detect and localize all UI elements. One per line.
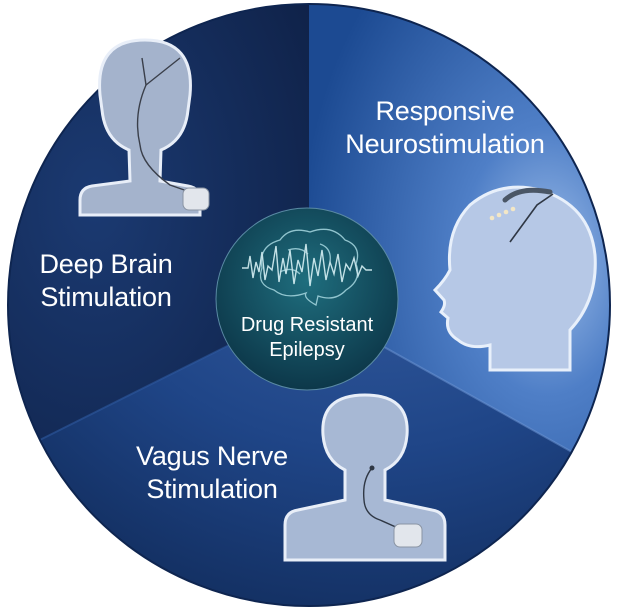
vns-label-line1: Vagus Nerve — [136, 441, 288, 471]
center-label: Drug Resistant Epilepsy — [222, 313, 392, 363]
rns-label-line2: Neurostimulation — [345, 129, 545, 159]
rns-label-line1: Responsive — [375, 96, 515, 126]
dbs-label: Deep Brain Stimulation — [16, 248, 196, 314]
torso-neck-lead-implant-icon — [283, 393, 447, 562]
head-profile-implant-icon — [432, 185, 597, 372]
center-label-line1: Drug Resistant — [240, 314, 374, 336]
brain-wave-icon — [242, 228, 372, 306]
dbs-label-line1: Deep Brain — [39, 249, 173, 279]
vns-label: Vagus Nerve Stimulation — [112, 440, 312, 506]
center-label-line2: Epilepsy — [269, 339, 345, 361]
rns-label: Responsive Neurostimulation — [340, 95, 550, 161]
wheel-outline — [7, 3, 611, 607]
vns-label-line2: Stimulation — [146, 474, 278, 504]
torso-lead-implant-icon — [78, 38, 210, 217]
dbs-label-line2: Stimulation — [40, 282, 172, 312]
